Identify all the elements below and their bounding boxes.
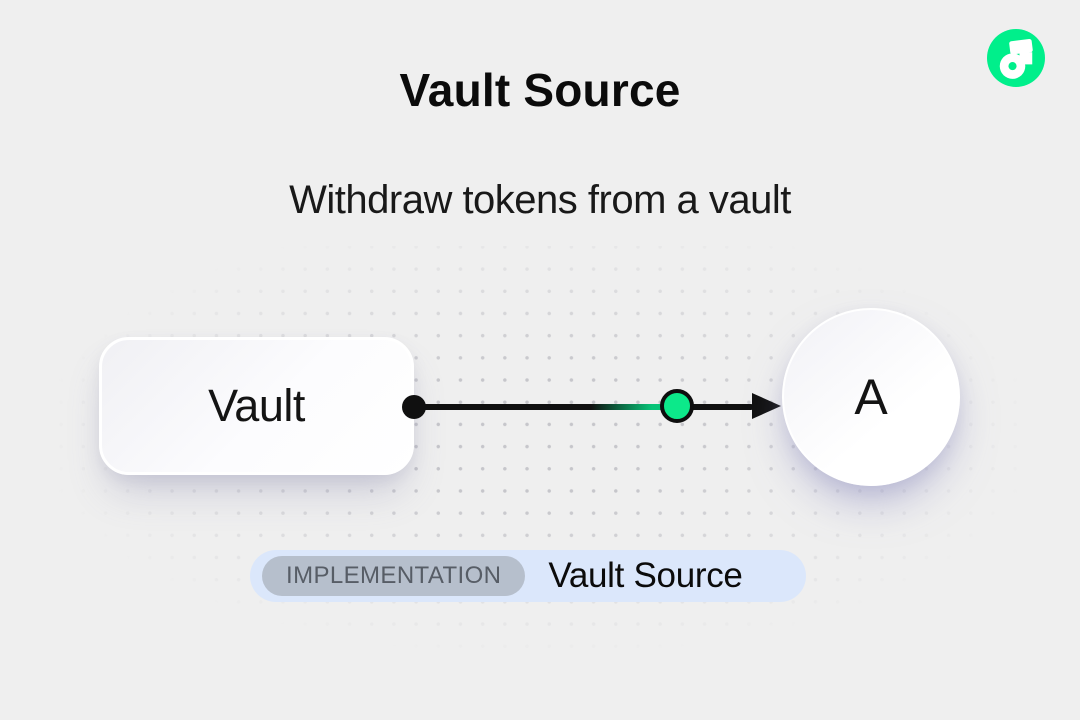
account-node-label: A — [854, 369, 888, 425]
implementation-badge: IMPLEMENTATION Vault Source — [250, 550, 806, 602]
diagram-node-account: A — [782, 308, 960, 486]
implementation-label: Vault Source — [548, 556, 743, 595]
arrowhead-icon — [752, 393, 781, 419]
edge-line — [414, 404, 754, 410]
token-dot-icon — [660, 389, 694, 423]
vault-node-label: Vault — [208, 380, 305, 431]
diagram-node-vault: Vault — [99, 337, 414, 475]
implementation-tag: IMPLEMENTATION — [262, 556, 526, 596]
page-title: Vault Source — [399, 64, 681, 116]
edge-start-dot — [402, 395, 426, 419]
flow-logo-icon — [987, 29, 1045, 87]
page-subtitle: Withdraw tokens from a vault — [289, 178, 791, 222]
